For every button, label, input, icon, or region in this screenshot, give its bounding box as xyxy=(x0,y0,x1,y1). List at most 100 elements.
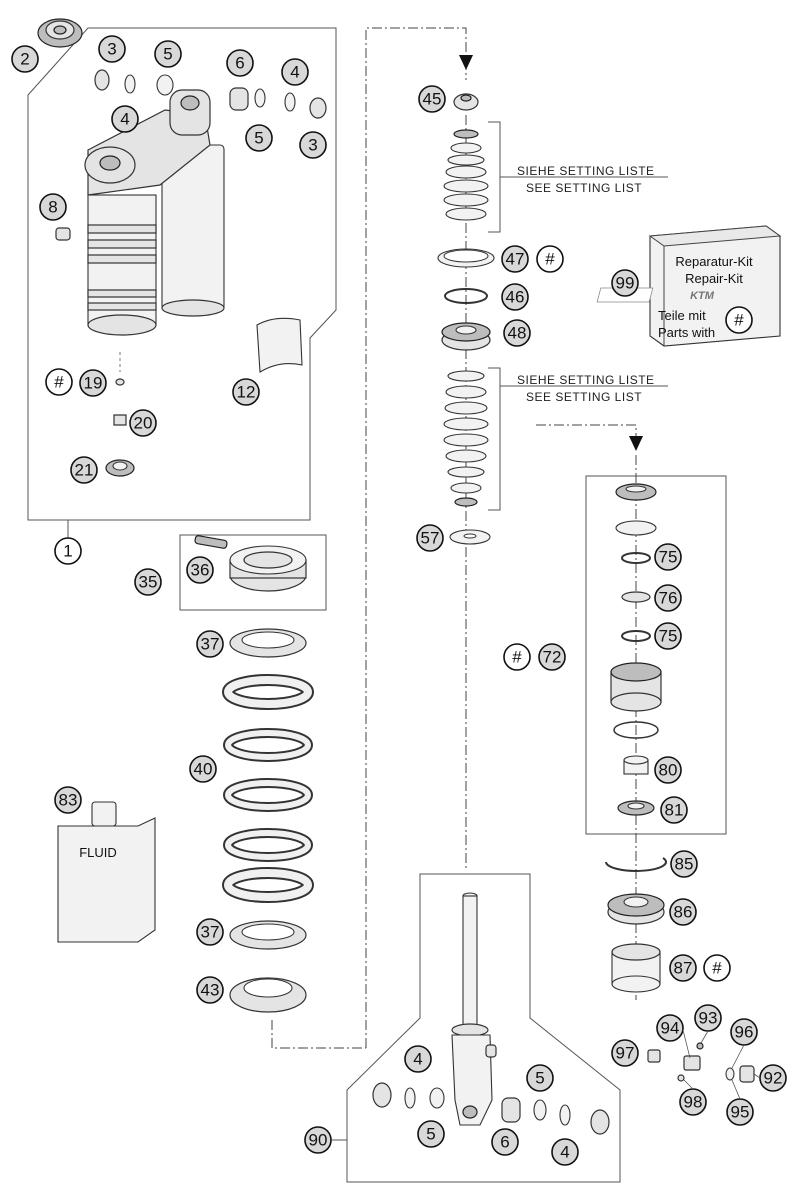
fluid-label: FLUID xyxy=(79,845,117,860)
setting-note-upper-en: SEE SETTING LIST xyxy=(526,181,642,195)
svg-text:36: 36 xyxy=(191,561,210,580)
callout-3: 3 xyxy=(299,131,327,159)
svg-text:43: 43 xyxy=(201,981,220,1000)
setting-note-lower-de: SIEHE SETTING LISTE xyxy=(517,373,655,387)
assembly-frame-shock xyxy=(27,27,337,521)
svg-text:75: 75 xyxy=(659,627,678,646)
callout-47: 47 xyxy=(501,245,529,273)
svg-text:99: 99 xyxy=(616,274,635,293)
callout-8: 8 xyxy=(39,193,67,221)
callout-35: 35 xyxy=(134,568,162,596)
callout-4: 4 xyxy=(404,1045,432,1073)
part-fluid-bottle: FLUID xyxy=(57,801,156,943)
callout-97: 97 xyxy=(611,1039,639,1067)
callout-hash: # xyxy=(703,954,731,982)
part-piston-rod xyxy=(451,892,497,1126)
callout-36: 36 xyxy=(186,556,214,584)
svg-text:92: 92 xyxy=(764,1069,783,1088)
callout-57: 57 xyxy=(416,524,444,552)
callout-5: 5 xyxy=(154,40,182,68)
callout-12: 12 xyxy=(232,378,260,406)
part-washer xyxy=(449,529,491,545)
part-shock-body xyxy=(84,89,225,336)
svg-text:75: 75 xyxy=(659,548,678,567)
svg-text:96: 96 xyxy=(735,1023,754,1042)
svg-text:6: 6 xyxy=(235,54,244,73)
axis-line xyxy=(365,27,467,1048)
svg-text:4: 4 xyxy=(560,1143,569,1162)
setting-note-upper-de: SIEHE SETTING LISTE xyxy=(517,164,655,178)
arrow-down-icon xyxy=(629,436,643,451)
axis-line xyxy=(536,424,637,440)
callout-46: 46 xyxy=(501,283,529,311)
svg-text:5: 5 xyxy=(254,129,263,148)
part-bump-stop xyxy=(611,943,661,993)
svg-text:72: 72 xyxy=(543,648,562,667)
callout-95: 95 xyxy=(726,1098,754,1126)
callout-4: 4 xyxy=(111,105,139,133)
repair-kit-parts-en: Parts with xyxy=(658,325,715,340)
repair-kit-parts-de: Teile mit xyxy=(658,308,706,323)
svg-text:93: 93 xyxy=(699,1009,718,1028)
callout-5: 5 xyxy=(417,1120,445,1148)
svg-text:20: 20 xyxy=(134,414,153,433)
arrow-down-icon xyxy=(459,55,473,70)
callout-72: 72 xyxy=(538,643,566,671)
callout-75: 75 xyxy=(654,543,682,571)
callout-96: 96 xyxy=(730,1018,758,1046)
svg-text:97: 97 xyxy=(616,1044,635,1063)
svg-text:48: 48 xyxy=(508,324,527,343)
callout-4: 4 xyxy=(281,58,309,86)
assembly-frame-shaft xyxy=(346,873,621,1183)
part-reservoir-valve-parts xyxy=(647,1042,755,1083)
svg-text:86: 86 xyxy=(674,903,693,922)
callout-20: 20 xyxy=(129,409,157,437)
callout-37: 37 xyxy=(196,918,224,946)
svg-text:5: 5 xyxy=(426,1125,435,1144)
setting-note-lower-en: SEE SETTING LIST xyxy=(526,390,642,404)
svg-text:94: 94 xyxy=(661,1019,680,1038)
svg-text:21: 21 xyxy=(75,461,94,480)
part-o-ring xyxy=(444,288,488,304)
svg-text:98: 98 xyxy=(684,1093,703,1112)
svg-text:90: 90 xyxy=(309,1131,328,1150)
svg-text:83: 83 xyxy=(59,791,78,810)
svg-text:KTM: KTM xyxy=(690,290,715,302)
svg-text:4: 4 xyxy=(290,63,299,82)
svg-text:76: 76 xyxy=(659,589,678,608)
part-shim-stack-lower xyxy=(443,370,489,507)
callout-93: 93 xyxy=(694,1004,722,1032)
callout-83: 83 xyxy=(54,786,82,814)
svg-text:#: # xyxy=(712,959,722,978)
callout-87: 87 xyxy=(669,954,697,982)
repair-kit-title-en: Repair-Kit xyxy=(685,271,743,286)
svg-text:81: 81 xyxy=(665,801,684,820)
callout-86: 86 xyxy=(669,898,697,926)
svg-text:2: 2 xyxy=(20,50,29,69)
callout-45: 45 xyxy=(418,85,446,113)
svg-text:#: # xyxy=(512,648,522,667)
callout-92: 92 xyxy=(759,1064,787,1092)
part-bushing-set-lower xyxy=(372,1082,610,1135)
callout-37: 37 xyxy=(196,630,224,658)
svg-text:37: 37 xyxy=(201,635,220,654)
part-circlip xyxy=(605,857,667,872)
callout-hash: # xyxy=(725,306,753,334)
callout-94: 94 xyxy=(656,1014,684,1042)
part-bushing-set-left xyxy=(94,69,174,96)
callout-19: 19 xyxy=(79,369,107,397)
callout-hash: # xyxy=(45,368,73,396)
svg-text:#: # xyxy=(54,373,64,392)
svg-text:87: 87 xyxy=(674,959,693,978)
callout-5: 5 xyxy=(245,124,273,152)
part-adjuster-nut xyxy=(194,535,307,592)
part-shim-stack-upper xyxy=(443,129,489,221)
callout-1: 1 xyxy=(54,537,82,565)
callout-hash: # xyxy=(536,245,564,273)
axis-line xyxy=(271,1020,366,1049)
part-lock-nut xyxy=(453,93,479,111)
part-small-screws xyxy=(105,352,135,477)
callout-48: 48 xyxy=(503,319,531,347)
callout-3: 3 xyxy=(98,35,126,63)
